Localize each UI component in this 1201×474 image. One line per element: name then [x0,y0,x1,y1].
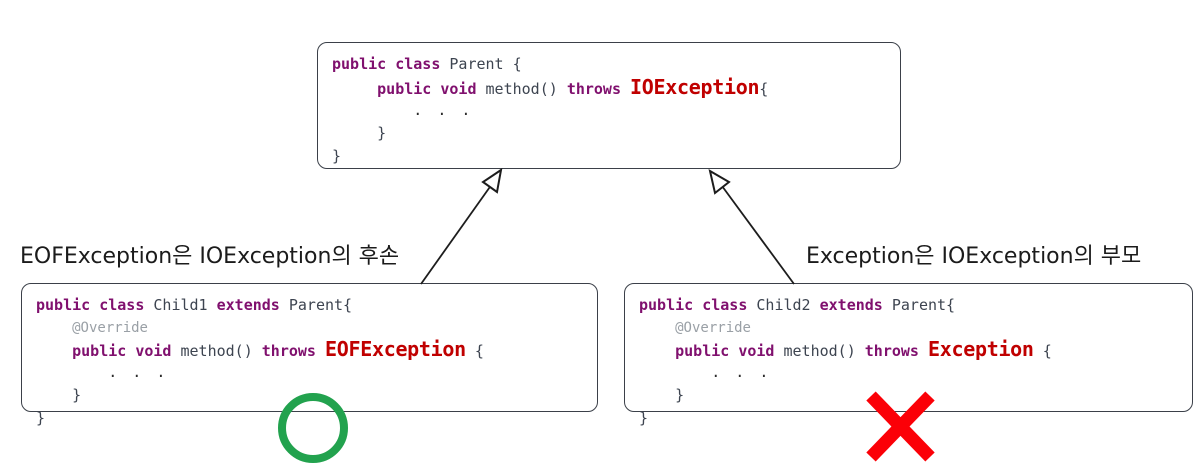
override-annotation: @Override [72,320,148,336]
brace-close: } [72,386,82,404]
brace-open: { [1033,342,1052,360]
code-line: public void method() throws EOFException… [36,338,583,361]
space [316,342,325,360]
space [919,342,928,360]
parent-class-code-box: public class Parent { public void method… [317,42,901,169]
indent [639,342,675,360]
indent [36,363,108,381]
exception-type: IOException [630,75,760,99]
brace-close: } [675,386,685,404]
identifier-token: Child2 [747,296,820,314]
override-annotation: @Override [675,320,751,336]
identifier-token: Child1 [144,296,217,314]
identifier-token: Parent{ [279,296,353,314]
ellipsis-dots: . . . [108,363,169,381]
code-line: } [36,384,583,407]
brace-open: { [465,342,484,360]
keyword-extends: extends [819,296,883,314]
indent [332,124,377,142]
code-line: } [639,384,1178,407]
indent [639,318,675,336]
keyword-throws: throws [261,342,316,360]
code-line: . . . [36,361,583,384]
code-line: . . . [332,99,886,122]
brace-close: } [332,147,342,165]
inheritance-arrow-left [420,167,503,285]
code-line: } [332,145,886,168]
code-line: @Override [639,317,1178,338]
keyword-token: public class [639,296,748,314]
indent [36,318,72,336]
keyword-token: public class [36,296,145,314]
keyword-token: public class [332,55,441,73]
code-line: public void method() throws IOException{ [332,76,886,99]
exception-type: EOFException [325,337,466,361]
exception-type: Exception [928,337,1034,361]
indent [639,363,711,381]
keyword-token: public void [72,342,172,360]
child1-class-code-box: public class Child1 extends Parent{ @Ove… [21,283,598,427]
caption-left-descendant: EOFException은 IOException의 후손 [20,244,400,269]
hollow-triangle-arrowhead [481,167,503,194]
ellipsis-dots: . . . [413,101,474,119]
arrow-shaft [721,185,795,285]
code-line: . . . [639,361,1178,384]
child2-class-code-box: public class Child2 extends Parent{ @Ove… [624,283,1193,427]
code-line: @Override [36,317,583,338]
inheritance-arrow-right [708,168,795,285]
keyword-throws: throws [566,80,621,98]
keyword-throws: throws [864,342,919,360]
keyword-token: public void [377,80,477,98]
identifier-token: method() [774,342,865,360]
brace-close: } [377,124,387,142]
keyword-extends: extends [216,296,280,314]
identifier-token: method() [476,80,567,98]
ellipsis-dots: . . . [711,363,772,381]
arrow-shaft [420,183,493,285]
space [621,80,630,98]
code-line: public void method() throws Exception { [639,338,1178,361]
code-line: } [36,407,583,430]
keyword-token: public void [675,342,775,360]
code-line: } [639,407,1178,430]
identifier-token: method() [171,342,262,360]
code-line: public class Child1 extends Parent{ [36,294,583,317]
indent [332,101,413,119]
brace-close: } [36,409,46,427]
code-line: public class Child2 extends Parent{ [639,294,1178,317]
code-line: public class Parent { [332,53,886,76]
indent [332,80,377,98]
caption-right-ancestor: Exception은 IOException의 부모 [806,244,1142,269]
code-line: } [332,122,886,145]
brace-open: { [759,80,769,98]
identifier-token: Parent { [440,55,522,73]
indent [36,386,72,404]
hollow-triangle-arrowhead [708,168,731,195]
identifier-token: Parent{ [882,296,956,314]
brace-close: } [639,409,649,427]
indent [36,342,72,360]
indent [639,386,675,404]
